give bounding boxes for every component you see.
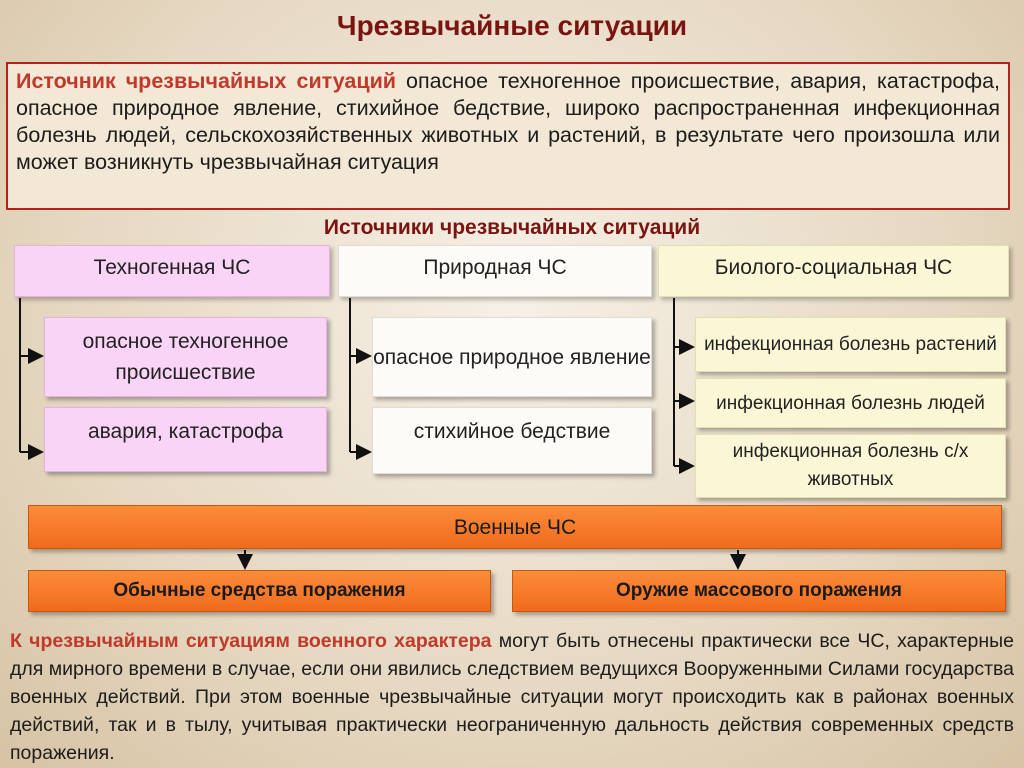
- technogenic-item-accident: авария, катастрофа: [44, 407, 327, 472]
- military-conventional: Обычные средства поражения: [28, 570, 491, 612]
- definition-term: Источник чрезвычайных ситуаций: [16, 69, 397, 93]
- military-mass-destruction: Оружие массового поражения: [512, 570, 1006, 612]
- page-title: Чрезвычайные ситуации: [336, 10, 688, 41]
- biosocial-item-people: инфекционная болезнь людей: [695, 378, 1006, 428]
- technogenic-item-incident: опасное техногенное происшествие: [44, 317, 327, 397]
- category-natural: Природная ЧС: [338, 245, 652, 297]
- definition-text: опасное техногенное происшествие, авария…: [16, 69, 1001, 174]
- natural-item-disaster: стихийное бедствие: [372, 407, 652, 474]
- military-note-term: К чрезвычайным ситуациям военного характ…: [10, 630, 492, 652]
- biosocial-item-plants: инфекционная болезнь растений: [695, 317, 1006, 372]
- category-technogenic: Техногенная ЧС: [14, 245, 330, 297]
- biosocial-item-animals: инфекционная болезнь с/х животных: [695, 434, 1006, 498]
- military-note: К чрезвычайным ситуациям военного характ…: [10, 627, 1014, 767]
- category-biosocial: Биолого-социальная ЧС: [658, 245, 1009, 297]
- military-note-text: могут быть отнесены практически все ЧС, …: [10, 630, 1014, 764]
- natural-item-phenomenon: опасное природное явление: [372, 317, 652, 397]
- definition-box: Источник чрезвычайных ситуаций опасное т…: [6, 62, 1010, 210]
- sources-heading: Источники чрезвычайных ситуаций: [323, 216, 701, 239]
- military-bar: Военные ЧС: [28, 505, 1002, 549]
